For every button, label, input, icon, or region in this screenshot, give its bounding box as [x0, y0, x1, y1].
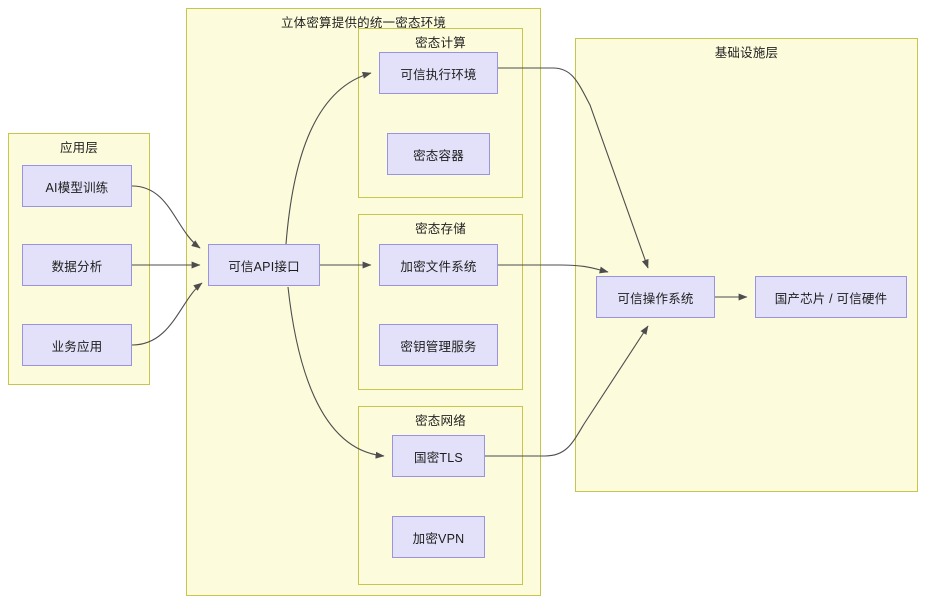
node-trusted-execution-environment[interactable]: 可信执行环境 [379, 52, 498, 94]
node-label: AI模型训练 [45, 180, 109, 195]
node-label: 数据分析 [51, 259, 103, 274]
group-title-infrastructure-layer: 基础设施层 [714, 46, 779, 60]
node-label: 密钥管理服务 [400, 339, 477, 354]
node-domestic-chip-trusted-hardware[interactable]: 国产芯片 / 可信硬件 [755, 276, 907, 318]
node-label: 加密文件系统 [400, 259, 477, 274]
node-data-analysis[interactable]: 数据分析 [22, 244, 132, 286]
node-label: 国密TLS [414, 450, 463, 465]
group-title-ciphertext-computing: 密态计算 [415, 36, 466, 50]
group-title-ciphertext-network: 密态网络 [415, 414, 466, 428]
group-title-unified-ciphertext-environment: 立体密算提供的统一密态环境 [280, 16, 447, 30]
group-infrastructure-layer: 基础设施层 [575, 38, 918, 492]
group-title-ciphertext-storage: 密态存储 [415, 222, 466, 236]
node-label: 可信执行环境 [400, 67, 477, 82]
node-encrypted-vpn[interactable]: 加密VPN [392, 516, 485, 558]
node-trusted-operating-system[interactable]: 可信操作系统 [596, 276, 715, 318]
node-ciphertext-container[interactable]: 密态容器 [387, 133, 490, 175]
node-label: 国产芯片 / 可信硬件 [774, 291, 888, 306]
group-ciphertext-network: 密态网络 [358, 406, 523, 585]
node-label: 可信操作系统 [617, 291, 694, 306]
node-label: 密态容器 [413, 148, 464, 163]
node-label: 加密VPN [412, 531, 465, 546]
node-encrypted-file-system[interactable]: 加密文件系统 [379, 244, 498, 286]
group-title-application-layer: 应用层 [59, 141, 99, 155]
node-trusted-api-interface[interactable]: 可信API接口 [208, 244, 320, 286]
node-business-application[interactable]: 业务应用 [22, 324, 132, 366]
node-label: 可信API接口 [228, 259, 300, 274]
node-key-management-service[interactable]: 密钥管理服务 [379, 324, 498, 366]
node-guomi-tls[interactable]: 国密TLS [392, 435, 485, 477]
node-label: 业务应用 [51, 339, 103, 354]
node-ai-model-training[interactable]: AI模型训练 [22, 165, 132, 207]
